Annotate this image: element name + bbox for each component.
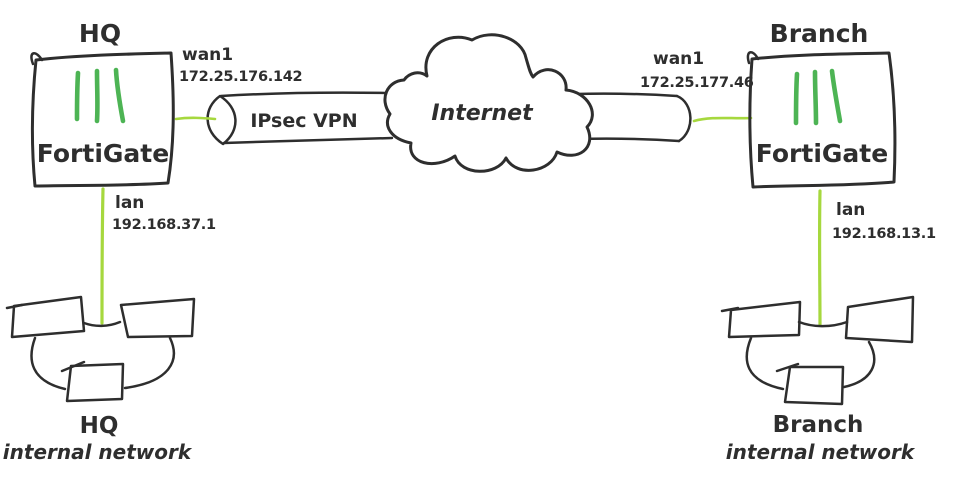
branch-network-name: Branch xyxy=(773,412,864,438)
branch-lan-ip-label: 192.168.13.1 xyxy=(832,226,936,242)
network-node-icon xyxy=(119,297,196,339)
branch-internal-network: Branch internal network xyxy=(720,295,916,464)
node-overshoot-stroke xyxy=(60,360,86,373)
tunnel-right-cap-icon xyxy=(675,94,692,143)
network-node-icon xyxy=(783,365,845,406)
network-node-icon xyxy=(844,295,915,344)
node-overshoot-stroke xyxy=(720,306,740,313)
branch-lan-interface-label: lan xyxy=(836,200,865,220)
hq-network-name: HQ xyxy=(80,413,119,439)
hq-lan-link xyxy=(100,187,105,325)
fortigate-marks-icon xyxy=(74,67,126,124)
hq-wan-link xyxy=(174,116,217,121)
node-arc-left xyxy=(30,336,67,391)
hq-site-label: HQ xyxy=(79,19,121,48)
hq-fortigate-box xyxy=(30,51,175,188)
branch-fortigate: Branch FortiGate xyxy=(746,19,897,189)
hq-network-caption: internal network xyxy=(3,440,193,464)
hq-wan-ip-label: 172.25.176.142 xyxy=(179,69,302,85)
node-connector xyxy=(797,320,849,328)
hq-device-label: FortiGate xyxy=(37,139,169,168)
branch-site-label: Branch xyxy=(770,19,869,48)
hq-lan-ip-label: 192.168.37.1 xyxy=(112,217,216,233)
cloud-icon xyxy=(383,33,594,173)
hq-box-corner-stroke xyxy=(30,52,44,66)
tunnel-top-left xyxy=(219,91,392,98)
tunnel-label: IPsec VPN xyxy=(250,110,357,132)
branch-device-label: FortiGate xyxy=(756,139,888,168)
branch-box-corner-stroke xyxy=(746,51,760,65)
hq-internal-network: HQ internal network xyxy=(3,295,196,464)
network-node-icon xyxy=(10,295,86,339)
node-overshoot-stroke xyxy=(5,303,24,310)
tunnel-left-cap-icon xyxy=(206,94,237,146)
tunnel-bottom-left xyxy=(222,136,394,145)
node-arc-left xyxy=(745,336,785,391)
tunnel-top-right xyxy=(573,92,679,98)
node-overshoot-stroke xyxy=(775,362,800,373)
branch-network-caption: internal network xyxy=(726,440,916,464)
branch-wan-interface-label: wan1 xyxy=(653,49,704,69)
node-arc-right xyxy=(123,336,176,390)
internet-cloud: Internet xyxy=(383,33,594,173)
node-connector xyxy=(82,320,122,328)
branch-wan-link xyxy=(692,116,753,123)
hq-lan-interface-label: lan xyxy=(115,193,144,213)
branch-wan-ip-label: 172.25.177.46 xyxy=(640,75,754,91)
cloud-label: Internet xyxy=(431,101,534,126)
hq-fortigate: HQ FortiGate xyxy=(30,19,175,188)
tunnel-bottom-right xyxy=(576,137,681,143)
node-arc-right xyxy=(842,340,876,389)
network-node-icon xyxy=(727,300,802,339)
network-node-icon xyxy=(65,362,125,403)
hq-wan-interface-label: wan1 xyxy=(182,45,233,65)
branch-fortigate-box xyxy=(748,51,897,189)
fortigate-marks-icon xyxy=(793,68,843,126)
